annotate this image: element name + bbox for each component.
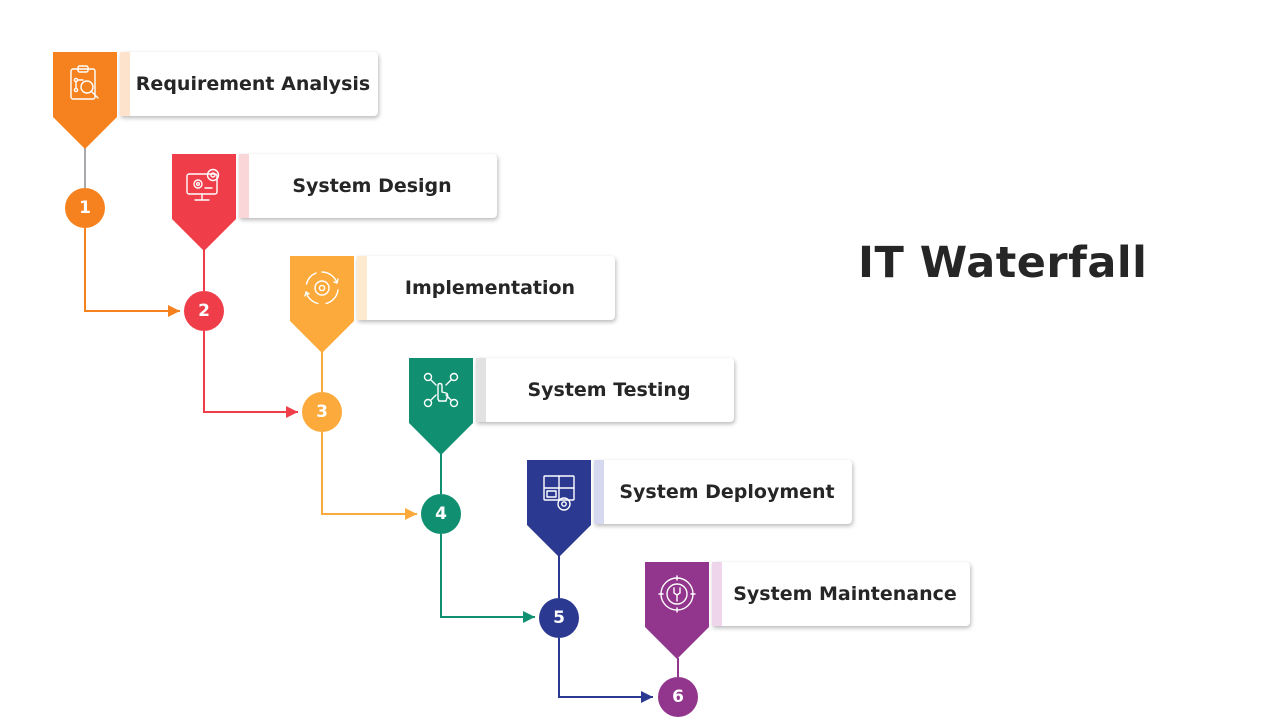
step-2: System Design bbox=[172, 154, 502, 254]
step-3: Implementation bbox=[290, 256, 620, 356]
step-card: System Testing bbox=[476, 358, 734, 422]
step-number-2: 2 bbox=[184, 291, 224, 331]
step-number-1: 1 bbox=[65, 188, 105, 228]
window-gear-icon bbox=[543, 475, 575, 511]
step-card: System Deployment bbox=[594, 460, 852, 524]
step-card: Implementation bbox=[357, 256, 615, 320]
arrow-3-to-4 bbox=[321, 432, 417, 520]
step-card: System Design bbox=[239, 154, 497, 218]
step-number-5: 5 bbox=[539, 598, 579, 638]
arrow-2-to-3 bbox=[203, 331, 298, 418]
step-label: System Maintenance bbox=[733, 583, 957, 605]
arrow-4-to-5 bbox=[440, 534, 535, 623]
network-touch-icon bbox=[423, 372, 459, 408]
step-tag bbox=[409, 358, 473, 455]
step-label: System Testing bbox=[527, 379, 691, 401]
card-accent-stripe bbox=[357, 256, 367, 320]
gear-cycle-icon bbox=[304, 271, 339, 305]
step-tag bbox=[645, 562, 709, 659]
step-label: System Design bbox=[292, 175, 452, 197]
page-title: IT Waterfall bbox=[858, 238, 1148, 288]
monitor-gears-icon bbox=[186, 168, 220, 201]
clipboard-analysis-icon bbox=[70, 65, 99, 100]
step-number-6: 6 bbox=[658, 677, 698, 717]
step-label: Implementation bbox=[404, 277, 576, 299]
arrow-5-to-6 bbox=[558, 638, 653, 703]
card-accent-stripe bbox=[712, 562, 722, 626]
card-accent-stripe bbox=[594, 460, 604, 524]
gear-wrench-icon bbox=[658, 575, 696, 613]
step-label: System Deployment bbox=[619, 481, 835, 503]
card-accent-stripe bbox=[120, 52, 130, 116]
step-tag bbox=[53, 52, 117, 149]
step-4: System Testing bbox=[409, 358, 739, 458]
card-accent-stripe bbox=[239, 154, 249, 218]
arrow-1-to-2 bbox=[84, 228, 180, 317]
step-card: System Maintenance bbox=[712, 562, 970, 626]
step-tag bbox=[290, 256, 354, 353]
step-number-3: 3 bbox=[302, 392, 342, 432]
step-number-4: 4 bbox=[421, 494, 461, 534]
step-tag bbox=[172, 154, 236, 251]
step-1: Requirement Analysis bbox=[53, 52, 383, 152]
step-label: Requirement Analysis bbox=[135, 73, 371, 95]
card-accent-stripe bbox=[476, 358, 486, 422]
step-6: System Maintenance bbox=[645, 562, 975, 662]
step-card: Requirement Analysis bbox=[120, 52, 378, 116]
step-5: System Deployment bbox=[527, 460, 857, 560]
step-tag bbox=[527, 460, 591, 557]
